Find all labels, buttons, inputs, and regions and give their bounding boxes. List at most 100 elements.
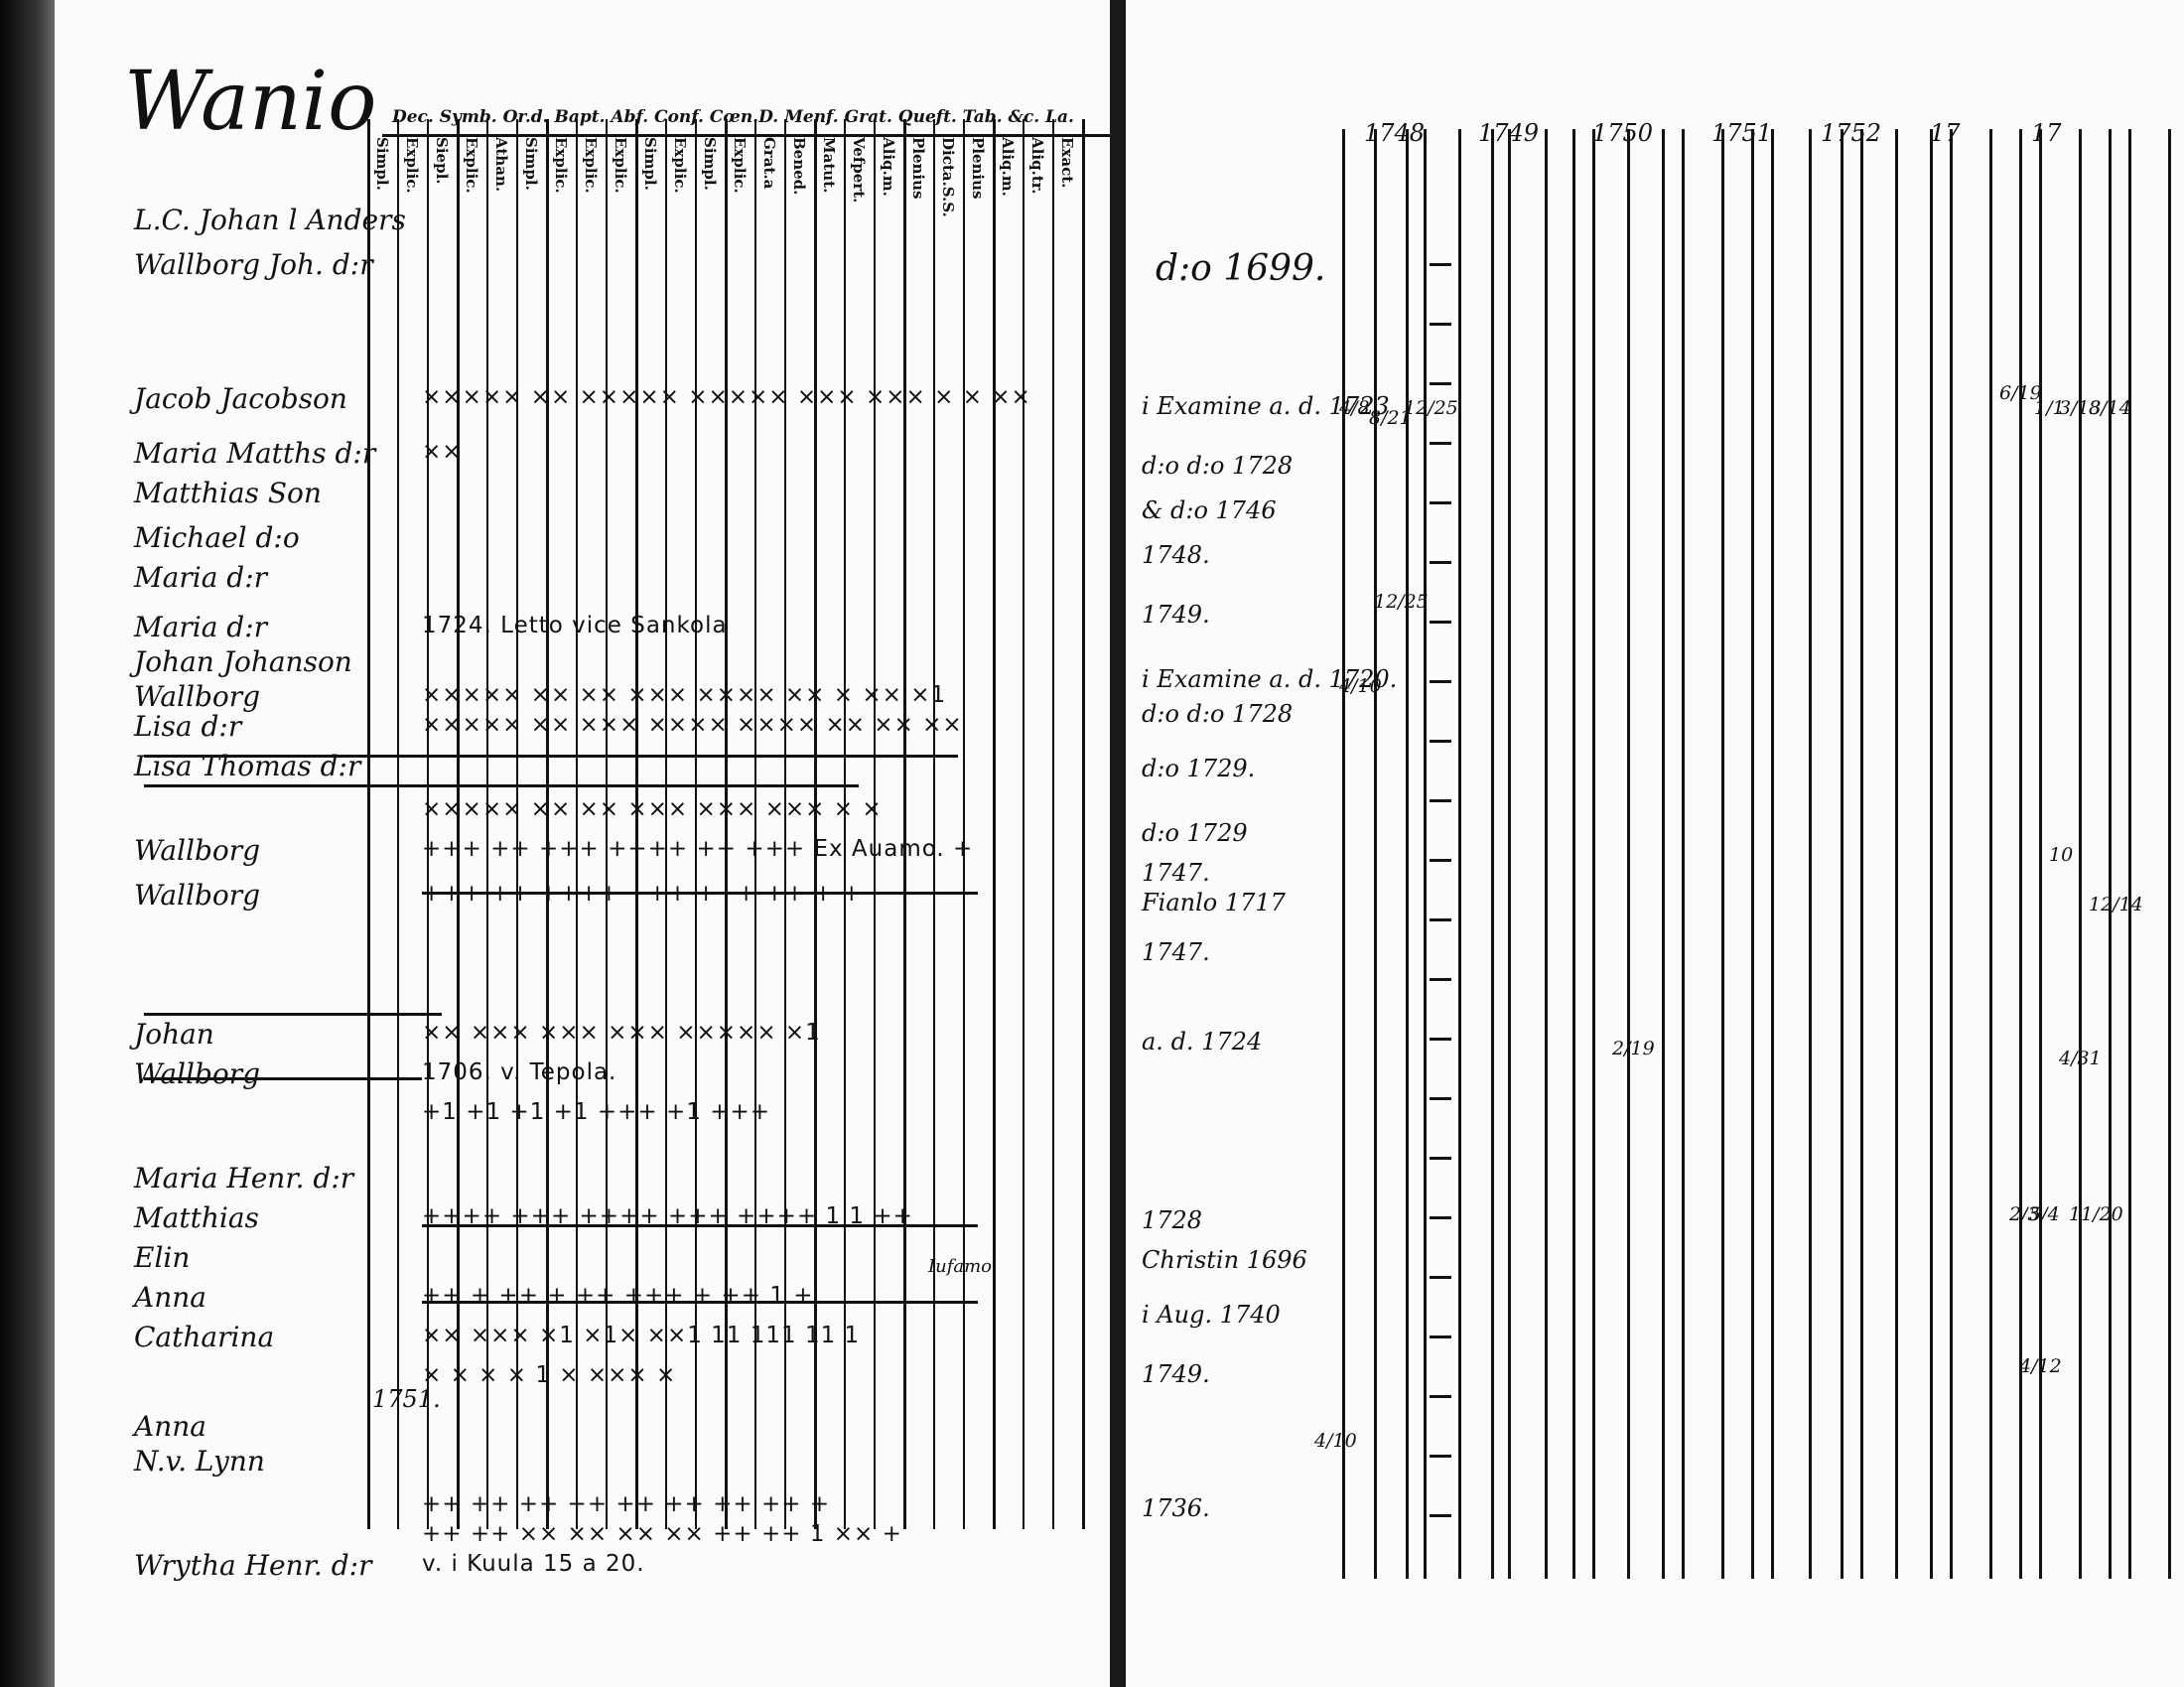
year-column-line bbox=[1682, 129, 1685, 1579]
entry-date: i Examine a. d. 1720. bbox=[1142, 665, 1398, 693]
person-name: Maria d:r bbox=[134, 611, 268, 643]
person-name: Maria Matths d:r bbox=[134, 437, 376, 470]
binding-shadow bbox=[0, 0, 60, 1687]
examination-marks: 1706. v. Tepola. bbox=[422, 1059, 617, 1085]
fraction-mark: 2/19 bbox=[1612, 1038, 1655, 1059]
subheader-label: Aliq.tr. bbox=[1028, 137, 1046, 195]
examination-marks: ++ ++ ×× ×× ×× ×× ++ ++ 1 ×× + bbox=[422, 1521, 902, 1547]
person-name: Matthias bbox=[134, 1201, 259, 1234]
row-tick bbox=[1430, 799, 1451, 802]
row-tick bbox=[1430, 1216, 1451, 1219]
row-tick bbox=[1430, 859, 1451, 862]
entry-date: & d:o 1746 bbox=[1142, 496, 1277, 524]
year-column-line bbox=[1572, 129, 1575, 1579]
fraction-mark: 10 bbox=[2049, 844, 2074, 866]
year-column-line bbox=[1895, 129, 1898, 1579]
side-note: 1751. bbox=[372, 1385, 441, 1413]
row-tick bbox=[1430, 382, 1451, 385]
column-line bbox=[725, 119, 728, 1529]
year-heading: 1752 bbox=[1821, 119, 1882, 147]
examination-marks: ×× ××× ×1 ×1× ××1 11 111 11 1 bbox=[422, 1323, 861, 1348]
subheader-label: Explic. bbox=[671, 137, 689, 194]
strike-line bbox=[144, 1077, 422, 1080]
column-line bbox=[784, 119, 786, 1529]
column-line bbox=[814, 119, 817, 1529]
year-column-line bbox=[1374, 129, 1377, 1579]
year-column-line bbox=[1771, 129, 1774, 1579]
row-tick bbox=[1430, 501, 1451, 504]
column-line bbox=[1052, 119, 1054, 1529]
subheader-label: Siepl. bbox=[433, 137, 451, 185]
entry-date: d:o 1729. bbox=[1142, 755, 1256, 782]
column-line bbox=[993, 119, 996, 1529]
row-tick bbox=[1430, 1097, 1451, 1100]
column-line bbox=[606, 119, 608, 1529]
entry-date: i Aug. 1740 bbox=[1142, 1301, 1281, 1329]
fraction-mark: 1/1 bbox=[2034, 397, 2065, 419]
row-tick bbox=[1430, 1157, 1451, 1160]
person-name: Elin bbox=[134, 1241, 191, 1274]
column-line bbox=[397, 119, 399, 1529]
year-column-line bbox=[2019, 129, 2022, 1579]
subheader-label: Simpl. bbox=[701, 137, 719, 191]
examination-marks: × × × × 1 × ××× × bbox=[422, 1362, 677, 1388]
column-line bbox=[1023, 119, 1024, 1529]
year-heading: 1751 bbox=[1711, 119, 1773, 147]
year-column-line bbox=[1424, 129, 1427, 1579]
row-tick bbox=[1430, 263, 1451, 266]
entry-date: d:o 1699. bbox=[1156, 248, 1326, 289]
column-line bbox=[635, 119, 638, 1529]
person-name: Wallborg bbox=[134, 1057, 261, 1090]
subheader-label: Vefpert. bbox=[850, 137, 868, 204]
row-tick bbox=[1430, 978, 1451, 981]
year-column-line bbox=[1342, 129, 1345, 1579]
person-name: N.v. Lynn bbox=[134, 1445, 265, 1477]
fraction-mark: 4/10 bbox=[1314, 1430, 1357, 1452]
examination-marks: ××××× ×× ××× ×××× ×××× ×× ×× ×× bbox=[422, 712, 963, 738]
entry-date: 1748. bbox=[1142, 541, 1210, 569]
column-line bbox=[576, 119, 578, 1529]
person-name: Maria d:r bbox=[134, 561, 268, 594]
person-name: Wallborg Joh. d:r bbox=[134, 248, 373, 281]
year-column-line bbox=[1627, 129, 1630, 1579]
person-name: Anna bbox=[134, 1281, 206, 1314]
column-line bbox=[874, 119, 876, 1529]
year-column-line bbox=[1751, 129, 1754, 1579]
header-rule bbox=[382, 134, 1115, 137]
year-column-line bbox=[2079, 129, 2082, 1579]
examination-marks: v. i Kuula 15 a 20. bbox=[422, 1551, 645, 1577]
entry-date: i Examine a. d. 1723 bbox=[1142, 392, 1390, 420]
year-column-line bbox=[1592, 129, 1595, 1579]
row-tick bbox=[1430, 740, 1451, 743]
person-name: Johan bbox=[134, 1018, 214, 1051]
subheader-label: Explic. bbox=[463, 137, 480, 194]
year-column-line bbox=[1860, 129, 1863, 1579]
year-heading: 17 bbox=[2031, 119, 2062, 147]
subheader-label: Matut. bbox=[820, 137, 838, 194]
subheader-label: Athan. bbox=[492, 137, 510, 193]
person-name: Wrytha Henr. d:r bbox=[134, 1549, 372, 1582]
year-column-line bbox=[2168, 129, 2171, 1579]
examination-marks: +1 +1 +1 +1 +++ +1 +++ bbox=[422, 1099, 771, 1125]
column-line bbox=[695, 119, 697, 1529]
strike-line bbox=[144, 1013, 442, 1016]
entry-date: Fianlo 1717 bbox=[1142, 889, 1286, 916]
row-tick bbox=[1430, 918, 1451, 921]
entry-date: Christin 1696 bbox=[1142, 1246, 1307, 1274]
person-name: Lisa d:r bbox=[134, 710, 242, 743]
entry-date: 1728 bbox=[1142, 1206, 1203, 1234]
left-page: Wanio Dec. Symb. Or.d. Bapt. Abf. Conf. … bbox=[55, 0, 1115, 1687]
fraction-mark: 5/4 bbox=[2029, 1203, 2060, 1225]
subheader-label: Grat.a bbox=[760, 137, 778, 190]
fraction-mark: 3/13 bbox=[2059, 397, 2102, 419]
subheader-label: Explic. bbox=[403, 137, 421, 194]
year-column-line bbox=[1508, 129, 1511, 1579]
entry-date: d:o d:o 1728 bbox=[1142, 700, 1294, 728]
examination-marks: ×× ××× ××× ××× ××××× ×1 bbox=[422, 1020, 821, 1046]
column-line bbox=[486, 119, 488, 1529]
column-line bbox=[963, 119, 965, 1529]
column-line bbox=[933, 119, 935, 1529]
column-header: Dec. Symb. Or.d. Bapt. Abf. Conf. Cœn.D.… bbox=[392, 107, 1074, 127]
column-line bbox=[844, 119, 846, 1529]
